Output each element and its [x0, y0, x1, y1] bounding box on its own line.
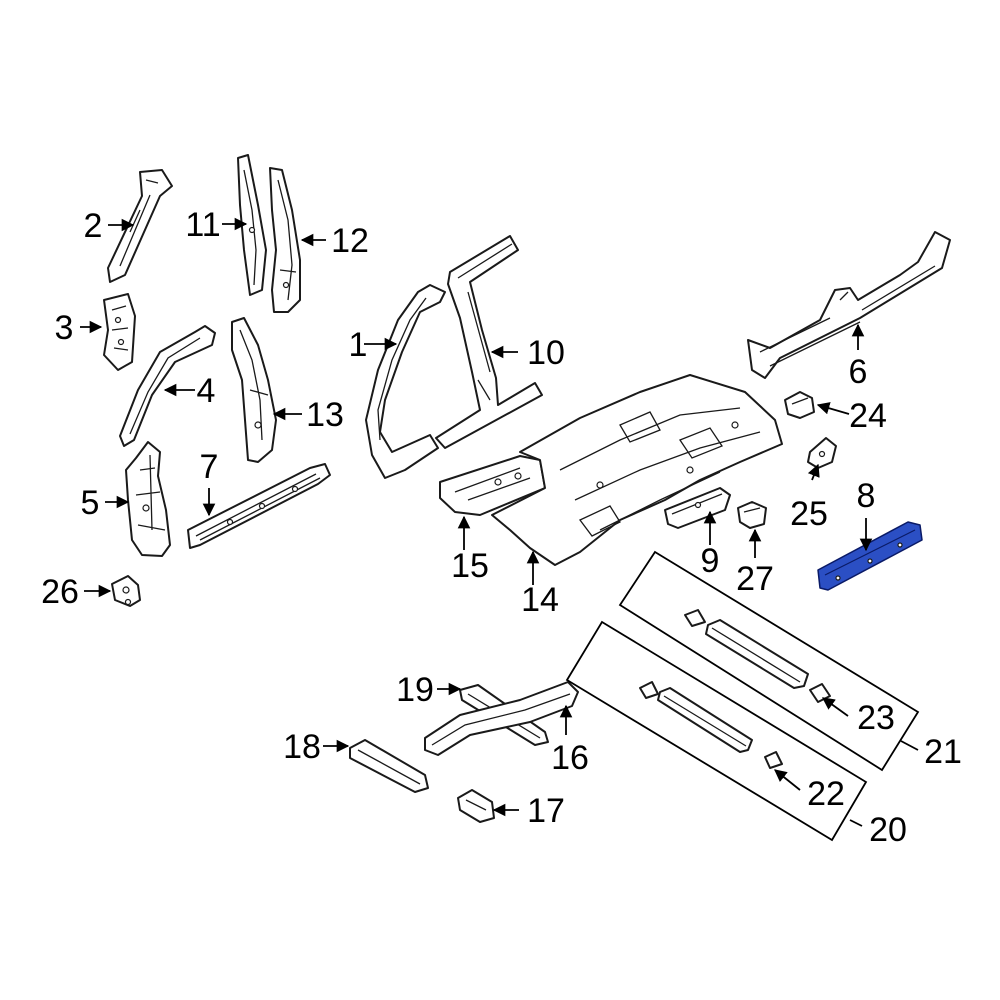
part-23-sill-assembly[interactable]	[684, 609, 831, 703]
callout-25: 25	[790, 495, 828, 533]
callout-18: 18	[283, 728, 321, 766]
part-14-floor-pan[interactable]	[491, 374, 783, 566]
callout-22: 22	[807, 775, 845, 813]
part-13-b-pillar-lower[interactable]	[231, 317, 277, 463]
part-18-rail[interactable]	[349, 739, 429, 793]
callout-19: 19	[396, 671, 434, 709]
group-20-box	[565, 620, 868, 842]
callout-4: 4	[197, 372, 216, 410]
callout-10: 10	[527, 334, 565, 372]
callout-20: 20	[869, 811, 907, 849]
callout-14: 14	[521, 581, 559, 619]
callout-26: 26	[41, 573, 79, 611]
callout-leaders	[80, 217, 919, 827]
callout-12: 12	[331, 222, 369, 260]
callout-6: 6	[849, 353, 868, 391]
part-5-lower-pillar[interactable]	[125, 441, 171, 557]
callout-24: 24	[849, 397, 887, 435]
callout-3: 3	[55, 309, 74, 347]
callout-2: 2	[84, 207, 103, 245]
part-11-b-pillar-outer[interactable]	[237, 154, 267, 296]
part-6-rocker-panel[interactable]	[747, 231, 951, 379]
callout-1: 1	[349, 326, 368, 364]
part-17-bracket[interactable]	[457, 789, 495, 823]
group-21-box	[618, 550, 920, 772]
callout-7: 7	[200, 448, 219, 486]
callout-8: 8	[857, 477, 876, 515]
part-12-b-pillar-inner[interactable]	[269, 167, 301, 313]
part-24-bracket[interactable]	[784, 391, 815, 419]
callout-labels: 1 2 3 4 5 6 7 8 9 10 11 12 13 14 15 16 1…	[41, 206, 962, 849]
callout-23: 23	[857, 699, 895, 737]
callout-17: 17	[527, 792, 565, 830]
part-4-curved-pillar[interactable]	[119, 325, 216, 447]
callout-5: 5	[81, 484, 100, 522]
part-27-bracket[interactable]	[737, 501, 767, 529]
callout-15: 15	[451, 547, 489, 585]
callout-21: 21	[924, 733, 962, 771]
part-9-floor-bracket[interactable]	[664, 487, 731, 529]
part-25-bracket[interactable]	[807, 437, 837, 469]
callout-16: 16	[551, 739, 589, 777]
callout-11: 11	[185, 206, 220, 244]
callout-13: 13	[306, 396, 344, 434]
part-1-side-frame[interactable]	[365, 284, 446, 479]
part-8-sill-plate-highlighted[interactable]	[817, 521, 923, 591]
part-3-pillar-bracket[interactable]	[103, 293, 136, 371]
part-22-sill-assembly[interactable]	[639, 681, 783, 769]
part-10-center-frame[interactable]	[435, 235, 543, 449]
part-15-front-floor[interactable]	[439, 455, 546, 516]
part-7-rocker-rail[interactable]	[187, 463, 331, 549]
part-26-clip[interactable]	[111, 575, 141, 607]
callout-27: 27	[736, 560, 774, 598]
part-2-pillar-reinforcement[interactable]	[107, 169, 173, 283]
callout-9: 9	[701, 542, 720, 580]
